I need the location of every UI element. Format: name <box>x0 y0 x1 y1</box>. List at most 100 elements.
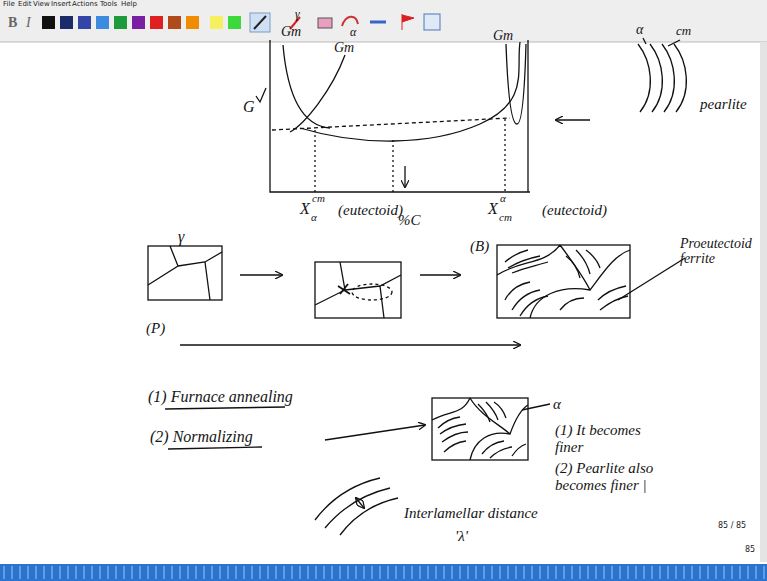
microstructure-sketches-part <box>180 344 520 345</box>
microstructure-sketches-part <box>505 250 548 273</box>
free-energy-graph-part <box>290 55 345 132</box>
status-bar-ticks-part <box>764 566 765 579</box>
menu-item: File <box>3 1 15 9</box>
free-energy-graph-part <box>404 166 405 187</box>
status-bar-ticks-part <box>68 566 69 579</box>
callout-text: Proeutectoid ferrite <box>680 236 762 267</box>
status-bar-ticks-part <box>124 566 125 579</box>
status-bar-ticks-part <box>500 566 501 579</box>
normalizing-sketches-part <box>168 447 262 449</box>
microstructure-sketches-part <box>497 245 630 318</box>
status-bar-ticks-part <box>404 566 405 579</box>
curve-label: Gm <box>281 24 301 39</box>
status-bar-ticks-part <box>196 566 197 579</box>
status-bar-ticks-part <box>548 566 549 579</box>
structure-label: pearlite <box>700 96 747 113</box>
phase-label: γ <box>178 228 184 246</box>
axis-label: %C <box>398 212 421 229</box>
curve-label: α <box>350 26 356 39</box>
status-bar-ticks-part <box>156 566 157 579</box>
toolbar <box>0 0 767 42</box>
status-bar-ticks-part <box>76 566 77 579</box>
status-bar-ticks-part <box>668 566 669 579</box>
free-energy-graph-part <box>527 40 528 192</box>
status-bar-ticks-part <box>44 566 45 579</box>
status-bar-ticks-part <box>628 566 629 579</box>
toolbar-part <box>0 0 767 42</box>
status-bar-ticks-part <box>652 566 653 579</box>
status-bar-ticks-part <box>276 566 277 579</box>
status-bar-ticks-part <box>532 566 533 579</box>
status-bar-ticks-part <box>324 566 325 579</box>
composition-label: cm <box>312 192 325 204</box>
symbol-label: 'λ' <box>455 528 468 545</box>
composition-label: α <box>500 192 506 204</box>
status-bar-ticks-part <box>268 566 269 579</box>
status-bar-ticks-part <box>564 566 565 579</box>
free-energy-graph <box>256 38 686 192</box>
free-energy-graph-part <box>643 38 646 44</box>
status-bar-ticks-part <box>236 566 237 579</box>
status-bar-ticks-part <box>380 566 381 579</box>
status-bar-ticks-part <box>716 566 717 579</box>
status-bar-ticks-part <box>12 566 13 579</box>
toolbar-part <box>254 16 266 29</box>
microstructure-sketches-part <box>352 284 392 300</box>
status-bar-ticks-part <box>444 566 445 579</box>
status-bar-ticks-part <box>140 566 141 579</box>
axis-label: G <box>243 98 255 116</box>
status-bar-ticks-part <box>172 566 173 579</box>
menu-item: Insert <box>51 1 71 9</box>
normalizing-sketches-part <box>432 398 528 460</box>
toolbar-part <box>318 18 332 28</box>
stage-label: (B) <box>470 238 489 255</box>
status-bar-ticks-part <box>84 566 85 579</box>
status-bar-ticks-part <box>612 566 613 579</box>
free-energy-graph-part <box>270 40 530 192</box>
microstructure-sketches-part <box>566 250 600 278</box>
free-energy-graph-part <box>315 119 505 192</box>
curve-label: Gm <box>334 40 354 55</box>
status-bar-ticks-part <box>700 566 701 579</box>
toolbar-part <box>402 14 414 30</box>
status-bar <box>0 564 767 581</box>
menu-item: View <box>33 1 50 9</box>
status-bar-ticks-part <box>748 566 749 579</box>
normalizing-sketches-part <box>315 478 398 535</box>
status-bar-ticks-part <box>300 566 301 579</box>
status-bar-ticks-part <box>604 566 605 579</box>
status-bar-ticks-part <box>580 566 581 579</box>
status-bar-ticks-part <box>492 566 493 579</box>
status-bar-ticks-part <box>540 566 541 579</box>
toolbar-part <box>342 17 358 26</box>
status-bar-ticks-part <box>36 566 37 579</box>
status-bar-ticks-part <box>412 566 413 579</box>
status-bar-ticks-part <box>260 566 261 579</box>
status-bar-ticks-part <box>92 566 93 579</box>
phase-label: cm <box>676 24 691 38</box>
toolbar-part <box>250 13 270 32</box>
normalizing-sketches-part <box>165 407 285 409</box>
free-energy-graph-part <box>662 44 674 112</box>
microstructure-sketches <box>148 245 685 345</box>
toolbar-part <box>210 16 223 29</box>
free-energy-graph-part <box>300 42 520 141</box>
free-energy-graph-part <box>674 44 686 112</box>
status-bar-ticks-part <box>436 566 437 579</box>
status-bar-ticks-part <box>460 566 461 579</box>
status-bar-ticks-part <box>452 566 453 579</box>
status-bar-ticks-part <box>340 566 341 579</box>
microstructure-sketches-part <box>315 262 401 318</box>
toolbar-part <box>150 16 163 29</box>
microstructure-sketches-part <box>618 258 685 300</box>
menu-item: Tools <box>100 1 117 9</box>
status-bar-ticks-part <box>596 566 597 579</box>
status-bar-ticks-part <box>756 566 757 579</box>
status-bar-ticks-part <box>508 566 509 579</box>
status-bar-ticks-part <box>20 566 21 579</box>
normalizing-sketches-part <box>522 404 550 410</box>
microstructure-sketches-part <box>497 245 630 318</box>
status-bar-ticks-part <box>468 566 469 579</box>
toolbar-part <box>168 16 181 29</box>
status-bar-ticks-part <box>556 566 557 579</box>
